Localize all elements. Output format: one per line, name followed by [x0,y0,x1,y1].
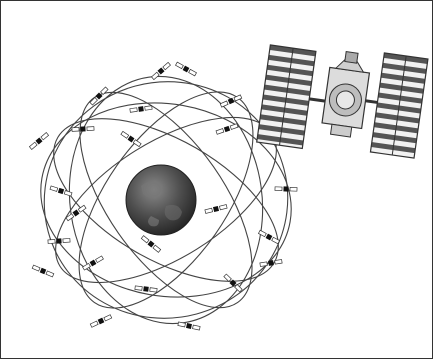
orbit-satellite-icon [258,230,280,245]
orbit-satellite-icon [175,61,197,76]
orbit-satellite-icon [178,321,201,330]
orbit-satellite-icon [130,105,152,113]
orbit-satellite-icon [141,235,161,253]
orbit-satellite-icon [29,132,49,150]
orbit-satellite-icon [90,314,112,328]
earth-globe-icon [126,165,196,235]
orbit-satellite-icon [220,94,242,108]
orbit-satellite-icon [48,238,70,245]
orbit-satellite-icon [32,264,54,277]
orbit-satellite-icon [275,186,297,192]
orbit-satellite-icon [205,204,228,214]
orbit-satellite-icon [82,255,104,270]
gps-satellite-icon [257,37,428,164]
orbit-satellite-icon [216,123,238,135]
